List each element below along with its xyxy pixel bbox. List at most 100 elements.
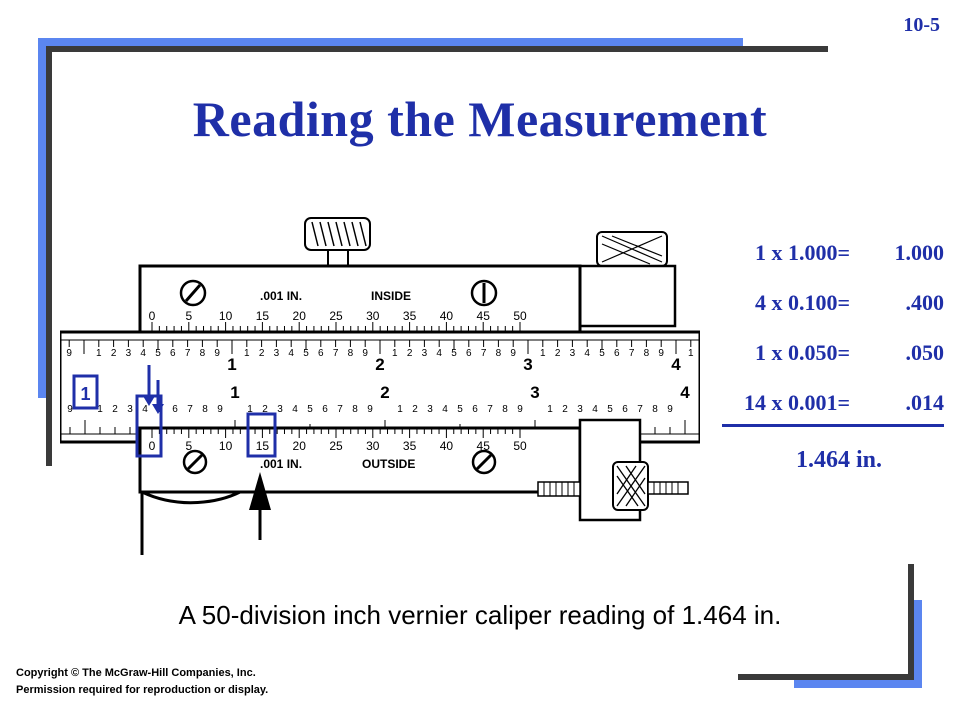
upper-main-scale-digit: 2	[111, 348, 117, 359]
upper-main-scale-major-number: 4	[671, 355, 681, 374]
frame-left-dark	[46, 46, 52, 466]
frame-right-blue	[914, 600, 922, 688]
upper-main-scale-digit: 5	[155, 348, 161, 359]
lower-vernier-number: 0	[149, 439, 156, 453]
reading-pointer-icon	[249, 472, 271, 510]
frame-bottom-blue	[794, 680, 922, 688]
lower-vernier-unit-label: .001 IN.	[260, 457, 302, 471]
calc-row-value: 1.000	[894, 240, 945, 265]
right-thumb-block	[573, 231, 677, 328]
upper-main-scale-digit: 5	[599, 348, 605, 359]
calc-row-value: .400	[905, 290, 945, 315]
lower-screw-left	[182, 449, 208, 475]
upper-main-scale-digit: 9	[362, 348, 368, 359]
upper-main-scale-digit: 1	[392, 348, 398, 359]
lower-main-scale-digit: 2	[112, 404, 118, 415]
lower-main-scale-digit: 4	[592, 404, 598, 415]
upper-vernier-unit-label: .001 IN.	[260, 289, 302, 303]
lower-main-scale-digit: 2	[262, 404, 268, 415]
lower-vernier-ticks	[151, 428, 521, 438]
fine-adjust-assembly	[537, 418, 689, 522]
lower-main-scale-digit: 9	[517, 404, 523, 415]
lower-vernier-number: 5	[185, 439, 192, 453]
frame-top-blue	[38, 38, 743, 46]
upper-main-scale-digit: 4	[140, 348, 146, 359]
lower-vernier-number: 45	[477, 439, 491, 453]
lower-main-scale-digit: 3	[127, 404, 133, 415]
lower-main-scale-major-number: 2	[380, 383, 389, 402]
upper-screw-left	[179, 279, 207, 307]
lower-main-scale-digit: 5	[607, 404, 613, 415]
lower-main-scale-digit: 8	[202, 404, 208, 415]
upper-main-scale-digit: 9	[658, 348, 664, 359]
lower-main-scale-digit: 6	[172, 404, 178, 415]
lower-main-scale-digit: 8	[652, 404, 658, 415]
lower-main-scale-digit: 6	[322, 404, 328, 415]
slide-title: Reading the Measurement	[192, 91, 768, 147]
frame-bottom-dark	[738, 674, 914, 680]
upper-vernier-number: 0	[149, 309, 156, 323]
calc-row: 1 x 0.050= .050	[700, 340, 944, 368]
upper-main-scale-digit: 9	[66, 348, 72, 359]
lower-main-scale-digit: 1	[397, 404, 403, 415]
lower-main-scale-digit: 3	[427, 404, 433, 415]
lower-vernier-number: 30	[366, 439, 380, 453]
lower-main-scale-major-number: 4	[680, 383, 690, 402]
lower-vernier-number: 50	[513, 439, 527, 453]
upper-main-scale-digit: 6	[318, 348, 324, 359]
calc-row: 4 x 0.100= .400	[700, 290, 944, 318]
lower-main-scale-digit: 6	[622, 404, 628, 415]
lower-main-scale-digit: 1	[247, 404, 253, 415]
upper-main-scale-digit: 3	[274, 348, 280, 359]
copyright-line-1: Copyright © The McGraw-Hill Companies, I…	[16, 667, 256, 679]
calc-row: 1 x 1.000= 1.000	[700, 240, 944, 268]
calc-row: 14 x 0.001= .014	[700, 390, 944, 418]
upper-vernier-number: 50	[513, 309, 527, 323]
lower-main-scale-major-number: 1	[230, 383, 239, 402]
lower-vernier-number: 25	[329, 439, 343, 453]
frame-top-dark	[46, 46, 828, 52]
upper-vernier-number: 25	[329, 309, 343, 323]
upper-vernier-type-label: INSIDE	[371, 289, 411, 303]
upper-main-scale-digit: 4	[288, 348, 294, 359]
upper-main-scale-digit: 2	[555, 348, 561, 359]
upper-vernier-number: 10	[219, 309, 233, 323]
upper-vernier-number: 40	[440, 309, 454, 323]
frame-left-blue	[38, 38, 46, 398]
lower-main-scale-digit: 7	[487, 404, 493, 415]
lower-jaw-outline	[140, 490, 241, 555]
upper-main-scale-digit: 7	[629, 348, 635, 359]
upper-vernier-number: 20	[293, 309, 307, 323]
lower-main-scale-digit: 5	[307, 404, 313, 415]
upper-main-scale-digit: 3	[570, 348, 576, 359]
lower-vernier-number: 35	[403, 439, 417, 453]
upper-main-scale-digit: 7	[333, 348, 339, 359]
upper-main-scale-digit: 7	[481, 348, 487, 359]
lower-main-scale-digit: 4	[142, 404, 148, 415]
upper-main-scale-major-number: 2	[375, 355, 384, 374]
lower-main-scale-digit: 7	[187, 404, 193, 415]
copyright-line-2: Permission required for reproduction or …	[16, 684, 269, 696]
arrow-down-icon	[152, 380, 164, 414]
lower-vernier-number: 40	[440, 439, 454, 453]
lower-main-scale-digit: 9	[67, 404, 73, 415]
upper-main-scale-digit: 8	[496, 348, 502, 359]
upper-main-scale-digit: 5	[451, 348, 457, 359]
lower-main-scale-major-number: 3	[530, 383, 539, 402]
upper-main-scale-digit: 1	[540, 348, 546, 359]
calc-row-expression: 1 x 0.050=	[754, 340, 850, 365]
upper-main-scale-digit: 8	[348, 348, 354, 359]
upper-vernier-number: 15	[256, 309, 270, 323]
lower-main-scale-digit: 9	[217, 404, 223, 415]
lower-main-scale-digit: 9	[667, 404, 673, 415]
upper-vernier-number: 5	[185, 309, 192, 323]
upper-vernier-number: 35	[403, 309, 417, 323]
upper-main-scale-digit: 9	[214, 348, 220, 359]
upper-vernier-number: 30	[366, 309, 380, 323]
figure-caption: A 50-division inch vernier caliper readi…	[178, 600, 782, 630]
upper-main-scale-digit: 5	[303, 348, 309, 359]
upper-main-scale-digit: 7	[185, 348, 191, 359]
